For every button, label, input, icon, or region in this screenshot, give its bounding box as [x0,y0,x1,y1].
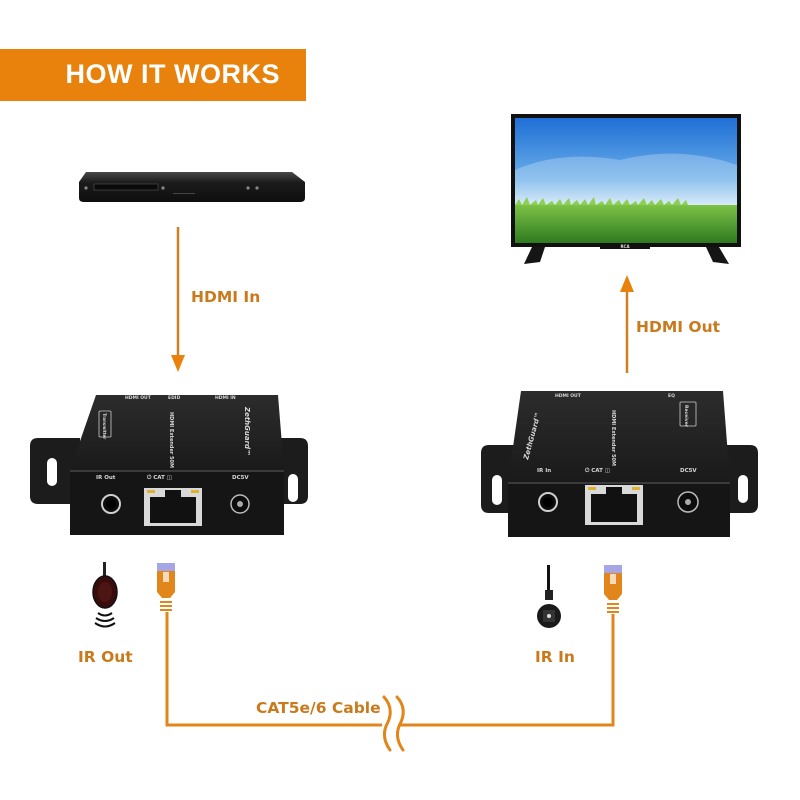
svg-text:EDID: EDID [168,395,180,401]
hdmi-out-label: HDMI Out [636,318,721,336]
svg-text:EQ: EQ [668,393,675,399]
ir-receiver-icon [537,565,561,628]
transmitter-device: HDMI OUT EDID HDMI IN Transmitter HDMI E… [30,395,308,535]
svg-text:Transmitter: Transmitter [102,413,107,439]
banner-title: HOW IT WORKS [65,59,280,89]
svg-text:DC5V: DC5V [680,468,697,474]
hdmi-out-arrow [620,275,634,373]
svg-text:HDMI OUT: HDMI OUT [125,395,152,401]
svg-text:IR In: IR In [537,468,551,474]
tv-icon: RCA [511,114,741,264]
svg-text:HDMI Extender 50M: HDMI Extender 50M [610,410,616,466]
svg-text:HDMI OUT: HDMI OUT [555,393,582,399]
ir-in-label: IR In [535,648,575,666]
svg-text:⏻ CAT ◫: ⏻ CAT ◫ [147,474,172,481]
blu-ray-player-icon [79,172,305,202]
hdmi-in-arrow [171,227,185,372]
svg-text:HDMI IN: HDMI IN [215,395,236,401]
cable-label: CAT5e/6 Cable [256,699,381,717]
tv-brand: RCA [620,244,630,249]
ir-emitter-icon [92,562,118,628]
svg-text:HDMI Extender 50M: HDMI Extender 50M [168,412,174,468]
svg-text:DC5V: DC5V [232,475,249,481]
how-it-works-banner: HOW IT WORKS [0,49,306,101]
ir-out-label: IR Out [78,648,133,666]
svg-text:IR Out: IR Out [96,475,116,481]
cat-cable [157,563,622,752]
receiver-device: HDMI OUT EQ Receiver HDMI Extender 50M Z… [481,391,758,537]
hdmi-in-label: HDMI In [191,288,261,306]
svg-text:⏻ CAT ◫: ⏻ CAT ◫ [585,467,610,474]
svg-text:Receiver: Receiver [683,405,689,428]
svg-text:ZethGuard™: ZethGuard™ [243,406,251,456]
